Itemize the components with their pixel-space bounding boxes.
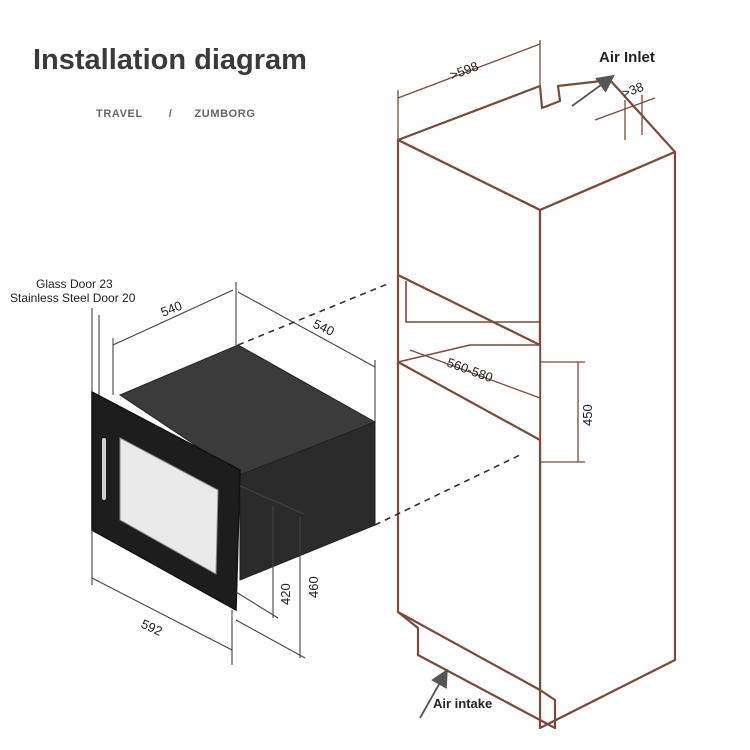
cabinet-plinth	[397, 611, 557, 730]
dim-oven-width-top: 540	[159, 298, 185, 320]
oven	[91, 344, 377, 612]
dim-oven-front-width: 592	[139, 616, 165, 639]
air-inlet-label: Air Inlet	[599, 49, 655, 66]
brand-right: ZUMBORG	[194, 108, 256, 120]
dim-vent-depth: >38	[620, 79, 646, 101]
dim-oven-depth: 540	[311, 316, 337, 339]
niche-back	[405, 281, 540, 323]
cabinet-right-side	[538, 150, 677, 730]
dim-cabinet-width: >598	[448, 58, 481, 83]
dim-oven-total-height: 460	[306, 576, 321, 598]
air-intake-arrow	[419, 668, 448, 719]
air-intake-label: Air intake	[433, 696, 493, 711]
air-inlet-arrow	[571, 74, 615, 107]
air-arrows	[419, 74, 615, 719]
steel-door-note: Stainless Steel Door 20	[10, 291, 136, 305]
dim-oven-body-height: 420	[278, 583, 293, 605]
brand-left: TRAVEL	[96, 108, 143, 120]
glass-door-note: Glass Door 23	[36, 277, 113, 291]
brand-line: TRAVEL / ZUMBORG	[96, 108, 255, 120]
page-title: Installation diagram	[33, 44, 307, 76]
cabinet-dimension-lines	[397, 40, 656, 463]
oven-dimension-lines	[91, 282, 376, 665]
brand-separator: /	[168, 108, 173, 120]
cabinet	[396, 78, 677, 730]
oven-glass-window	[119, 437, 219, 575]
dim-niche-height: 450	[580, 404, 595, 426]
insertion-guides	[237, 282, 521, 526]
